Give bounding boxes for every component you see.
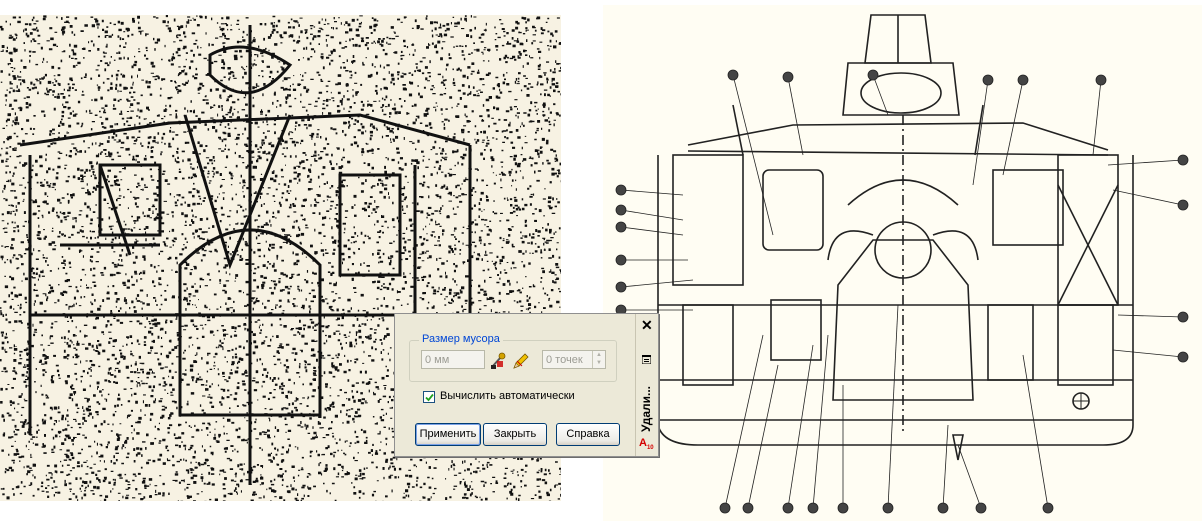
noisy-scan-image xyxy=(0,15,561,501)
size-points-value: 0 точек xyxy=(546,354,583,366)
dialog-side-strip: ✕ Удали... A10 xyxy=(636,314,658,456)
dialog-content: Размер мусора 0 мм 0 точек ▲ ▼ xyxy=(395,314,636,456)
help-button[interactable]: Справка xyxy=(556,423,620,446)
auto-calc-checkbox[interactable] xyxy=(423,391,435,403)
garbage-size-group-title: Размер мусора xyxy=(419,333,503,345)
size-mm-input[interactable]: 0 мм xyxy=(421,350,485,369)
remove-garbage-dialog: Размер мусора 0 мм 0 точек ▲ ▼ xyxy=(394,313,659,457)
app-logo-icon: A10 xyxy=(639,437,654,451)
close-button[interactable]: Закрыть xyxy=(483,423,547,446)
noisy-drawing xyxy=(0,15,561,501)
spin-down-icon[interactable]: ▼ xyxy=(596,360,602,366)
size-points-input[interactable]: 0 точек ▲ ▼ xyxy=(542,350,606,369)
pencil-icon[interactable] xyxy=(512,352,530,370)
panel-menu-icon[interactable] xyxy=(642,355,651,364)
garbage-size-group xyxy=(409,340,617,382)
auto-calc-label: Вычислить автоматически xyxy=(440,390,575,402)
engine-room-section-drawing xyxy=(615,14,1189,514)
size-points-spinner[interactable]: ▲ ▼ xyxy=(592,351,605,368)
cleaned-drawing-image xyxy=(603,5,1202,521)
spin-up-icon[interactable]: ▲ xyxy=(596,352,602,358)
app-logo-letter: A xyxy=(639,437,647,449)
close-icon[interactable]: ✕ xyxy=(641,317,653,333)
apply-button[interactable]: Применить xyxy=(415,423,481,446)
app-logo-version: 10 xyxy=(646,445,654,452)
checkmark-icon xyxy=(425,393,434,402)
dialog-title: Удали... xyxy=(639,385,653,432)
dropper-pick-icon[interactable] xyxy=(489,352,507,370)
